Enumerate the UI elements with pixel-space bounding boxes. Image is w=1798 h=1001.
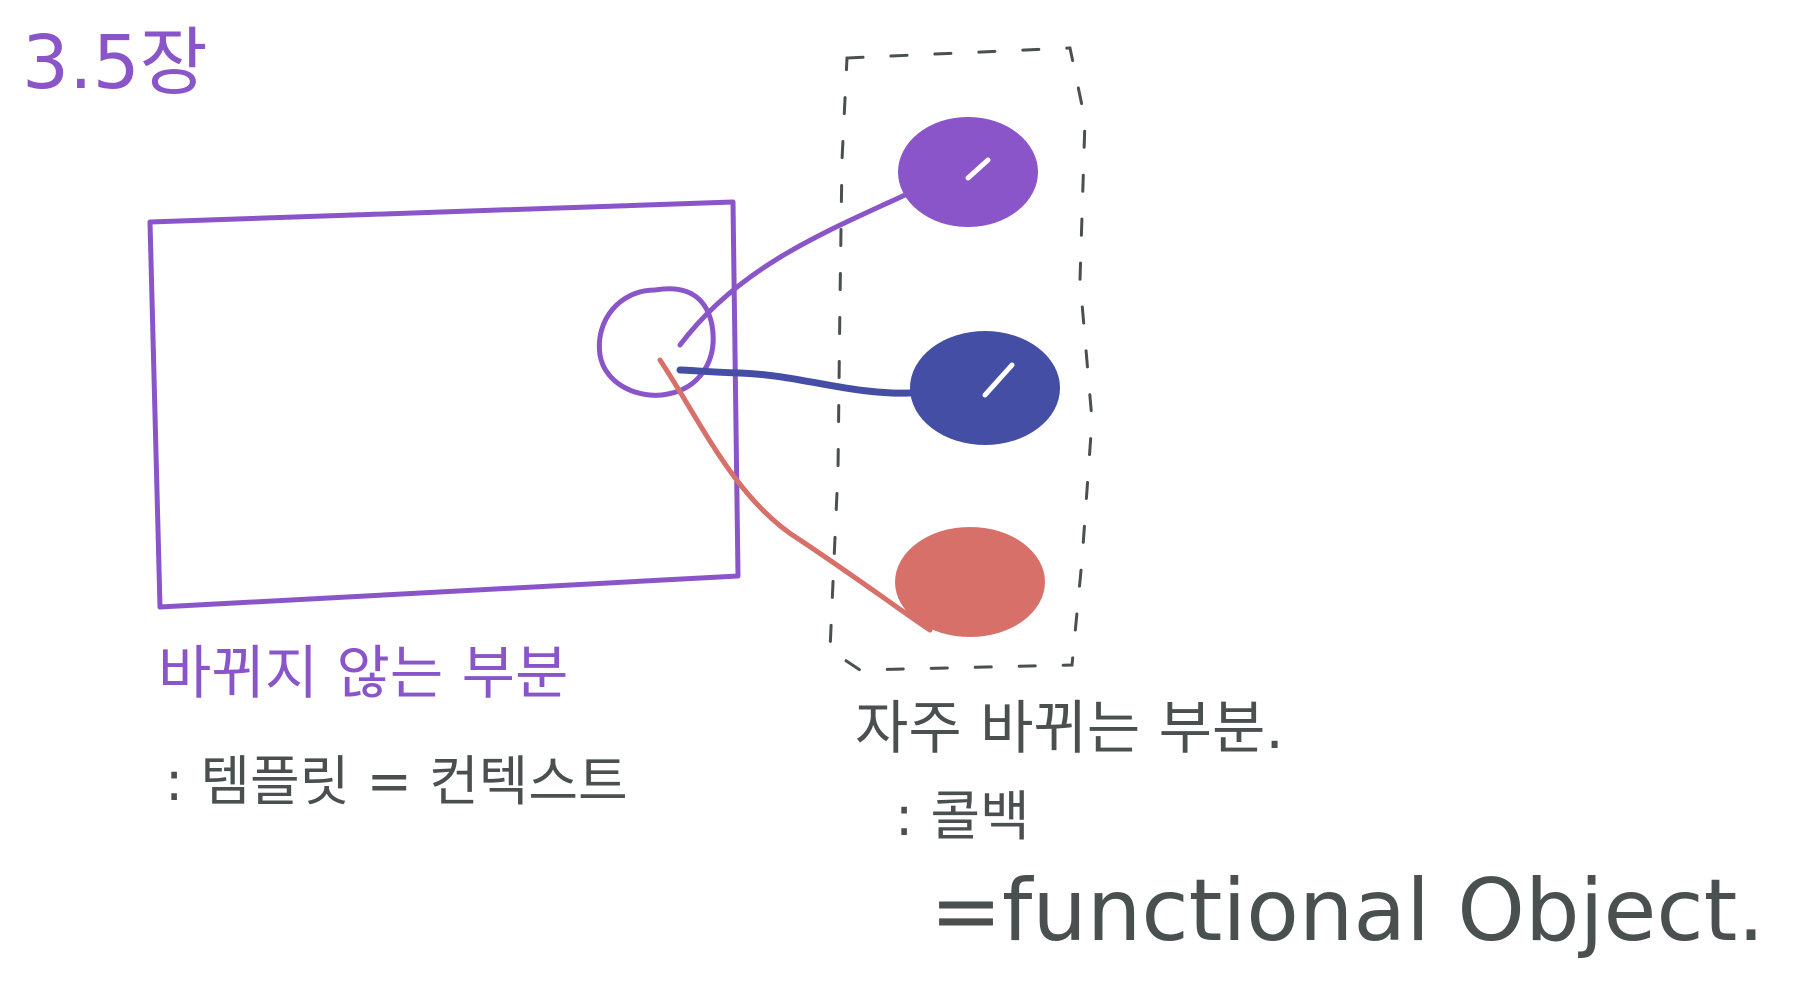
coral-callback-blob: [895, 527, 1045, 637]
template-box: [147, 199, 741, 610]
navy-blob-highlight: [982, 362, 1015, 398]
purple-callback-blob: [898, 117, 1038, 227]
purple-connector: [677, 192, 908, 348]
right-description-2: =functional Object.: [930, 861, 1765, 961]
coral-connector: [657, 357, 933, 633]
navy-connector: [676, 366, 914, 397]
navy-callback-blob: [910, 331, 1060, 445]
callback-dashed-border: [828, 46, 1094, 672]
purple-blob-highlight: [965, 157, 991, 181]
hook-circle: [596, 286, 716, 398]
right-description-1: : 콜백: [895, 785, 1030, 848]
title: 3.5장: [22, 20, 208, 106]
left-description: : 템플릿 = 컨텍스트: [165, 750, 628, 813]
right-label: 자주 바뀌는 부분.: [855, 694, 1284, 762]
left-label: 바뀌지 않는 부분: [158, 639, 568, 707]
